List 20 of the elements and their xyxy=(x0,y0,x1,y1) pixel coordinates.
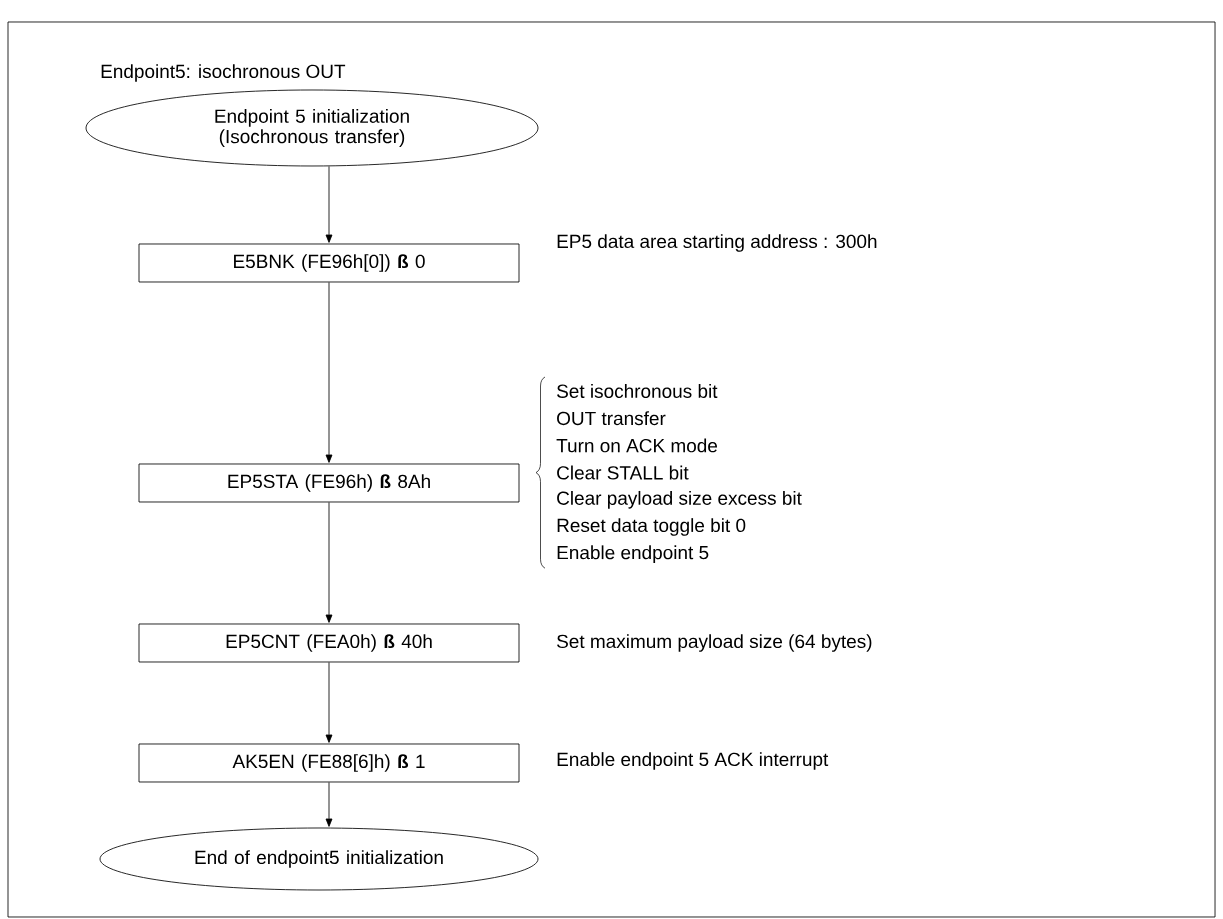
side-note: Set maximum payload size (64 bytes) xyxy=(557,634,872,652)
side-note: Reset data toggle bit 0 xyxy=(557,518,746,536)
side-note: OUT transfer xyxy=(557,411,666,426)
side-note: Set isochronous bit xyxy=(557,384,718,398)
arrow xyxy=(325,166,333,243)
side-note: Enable endpoint 5 ACK interrupt xyxy=(557,752,829,770)
process-box: E5BNK (FE96h[0]) ß 0 xyxy=(138,243,520,283)
side-note: Clear STALL bit xyxy=(557,465,689,480)
side-note: Turn on ACK mode xyxy=(556,438,718,453)
diagram-title: Endpoint5: isochronous OUT xyxy=(101,64,346,82)
arrow xyxy=(325,282,333,463)
arrow xyxy=(325,662,333,743)
process-box: AK5EN (FE88[6]h) ß 1 xyxy=(138,743,520,783)
arrow xyxy=(325,502,333,623)
process-box: EP5STA (FE96h) ß 8Ah xyxy=(138,463,520,503)
side-note: EP5 data area starting address : 300h xyxy=(557,234,877,252)
arrow xyxy=(325,782,333,827)
side-note: Enable endpoint 5 xyxy=(557,545,709,564)
side-note: Clear payload size excess bit xyxy=(557,490,802,509)
process-box: EP5CNT (FEA0h) ß 40h xyxy=(138,623,520,663)
